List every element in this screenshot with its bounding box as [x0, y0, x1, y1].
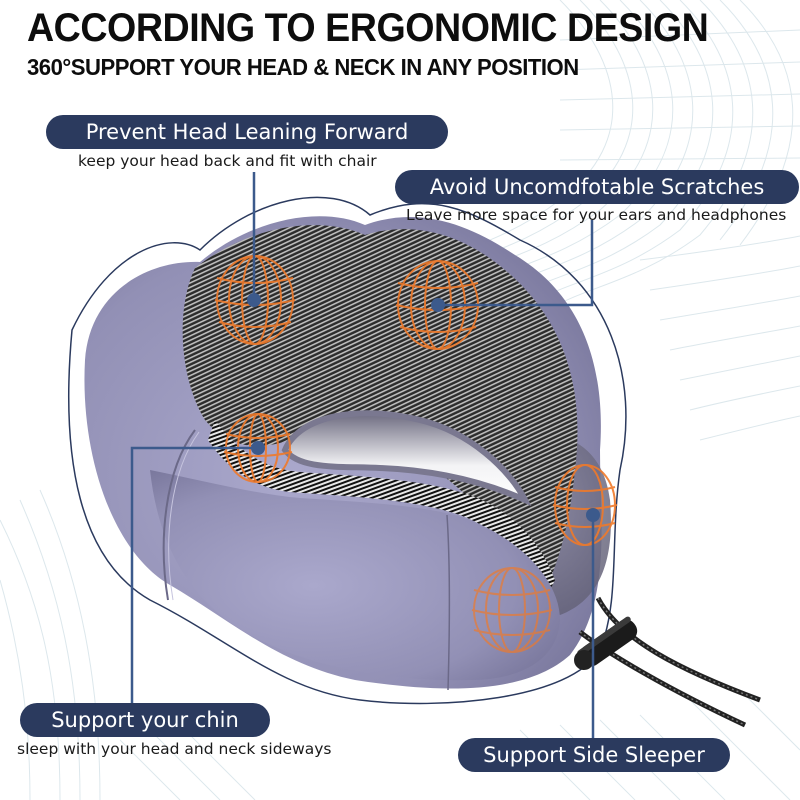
leader-dots — [247, 293, 600, 522]
callout-support-side-sleeper: Support Side Sleeper — [458, 738, 730, 772]
main-title: ACCORDING TO ERGONOMIC DESIGN — [27, 6, 709, 50]
pillow-outline — [68, 196, 627, 705]
drawstring-cord — [578, 596, 761, 728]
callout-prevent-head-leaning-caption: keep your head back and fit with chair — [78, 152, 377, 170]
neck-opening — [281, 410, 532, 507]
front-seam — [446, 514, 451, 691]
pillow-front — [150, 470, 560, 681]
drawstring-toggle-icon — [573, 616, 638, 671]
callout-support-chin-caption: sleep with your head and neck sideways — [17, 740, 332, 758]
subtitle: 360°SUPPORT YOUR HEAD & NECK IN ANY POSI… — [27, 54, 579, 80]
leader-lines — [130, 172, 595, 740]
callout-avoid-scratches: Avoid Uncomdfotable Scratches — [395, 170, 799, 204]
callout-avoid-scratches-caption: Leave more space for your ears and headp… — [406, 206, 787, 224]
pocket-seam — [162, 429, 196, 601]
striped-trim — [208, 420, 555, 600]
callout-support-chin: Support your chin — [20, 703, 270, 737]
callout-prevent-head-leaning: Prevent Head Leaning Forward — [46, 115, 448, 149]
